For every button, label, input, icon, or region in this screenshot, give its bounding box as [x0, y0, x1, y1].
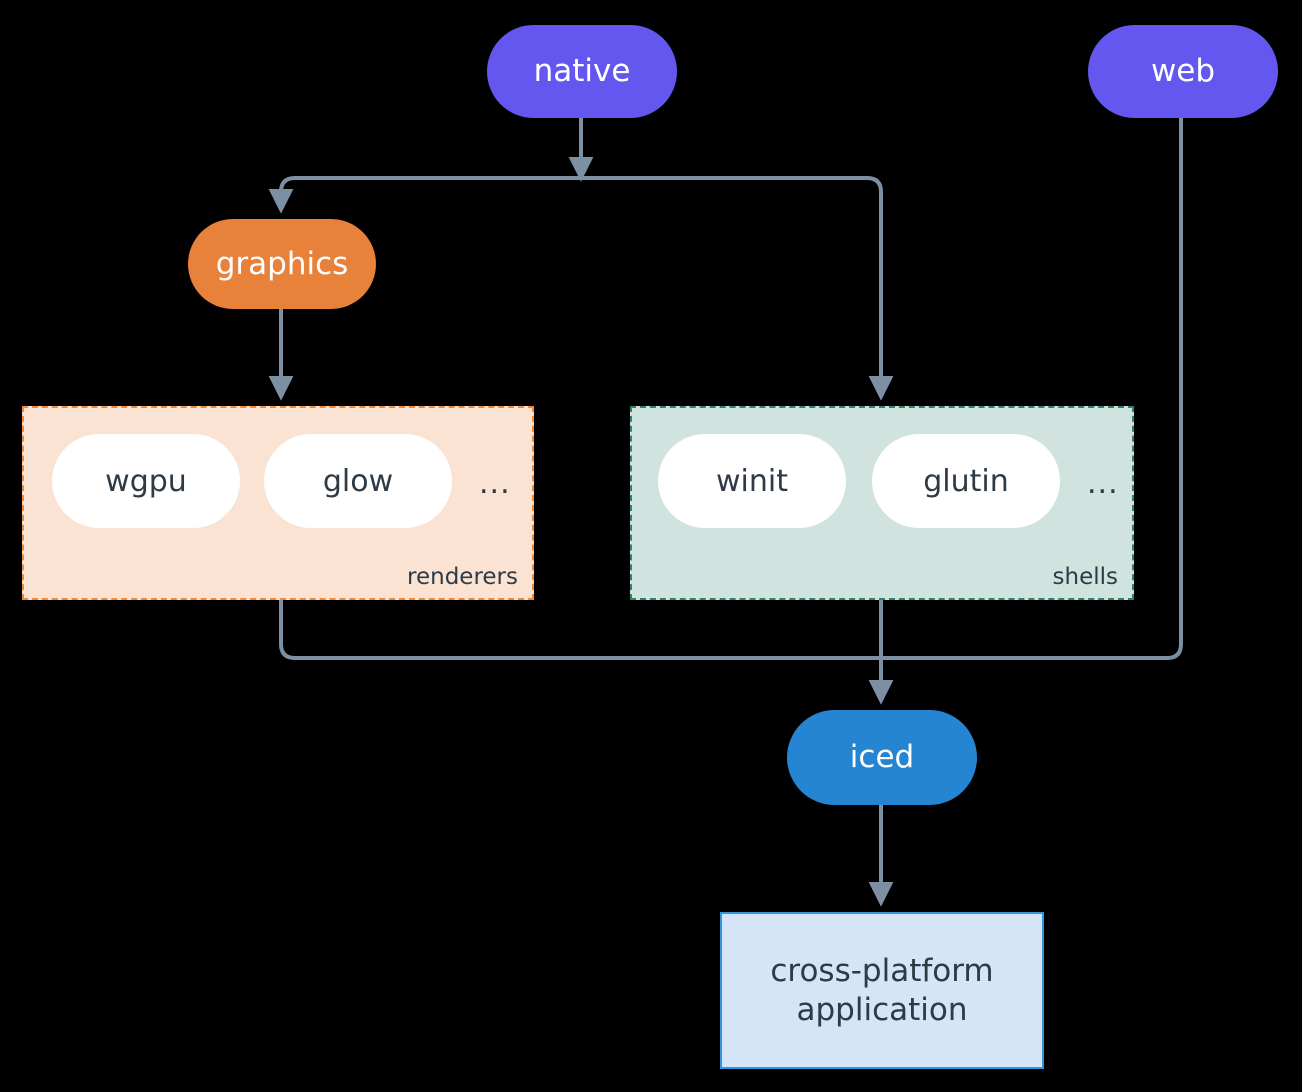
leaf-glow-label: glow [322, 463, 394, 499]
node-graphics-label: graphics [215, 245, 349, 282]
node-iced-label: iced [849, 739, 915, 776]
node-native-label: native [533, 53, 631, 90]
node-web-label: web [1150, 53, 1216, 90]
leaf-glutin[interactable]: glutin [872, 434, 1060, 528]
renderers-overflow-ellipsis: ... [479, 466, 511, 501]
leaf-winit[interactable]: winit [658, 434, 846, 528]
group-renderers: wgpu glow ... renderers [22, 406, 534, 600]
edge-native-shells [581, 176, 894, 401]
node-application-label-line1: cross-platform [770, 952, 994, 989]
leaf-winit-label: winit [716, 463, 788, 499]
group-shells: winit glutin ... shells [630, 406, 1134, 600]
leaf-glutin-label: glutin [923, 463, 1009, 499]
node-application-label-line2: application [796, 991, 968, 1028]
node-iced[interactable]: iced [787, 710, 977, 805]
shells-overflow-ellipsis: ... [1087, 466, 1119, 501]
edge-native-graphics [268, 176, 581, 214]
leaf-wgpu-label: wgpu [105, 463, 187, 499]
edge-renderers-iced [279, 600, 881, 660]
node-application[interactable]: cross-platform application [720, 912, 1044, 1069]
leaf-glow[interactable]: glow [264, 434, 452, 528]
group-renderers-label: renderers [407, 564, 518, 590]
node-web[interactable]: web [1088, 25, 1278, 118]
group-shells-label: shells [1052, 564, 1118, 590]
node-graphics[interactable]: graphics [188, 219, 376, 309]
node-native[interactable]: native [487, 25, 677, 118]
leaf-wgpu[interactable]: wgpu [52, 434, 240, 528]
